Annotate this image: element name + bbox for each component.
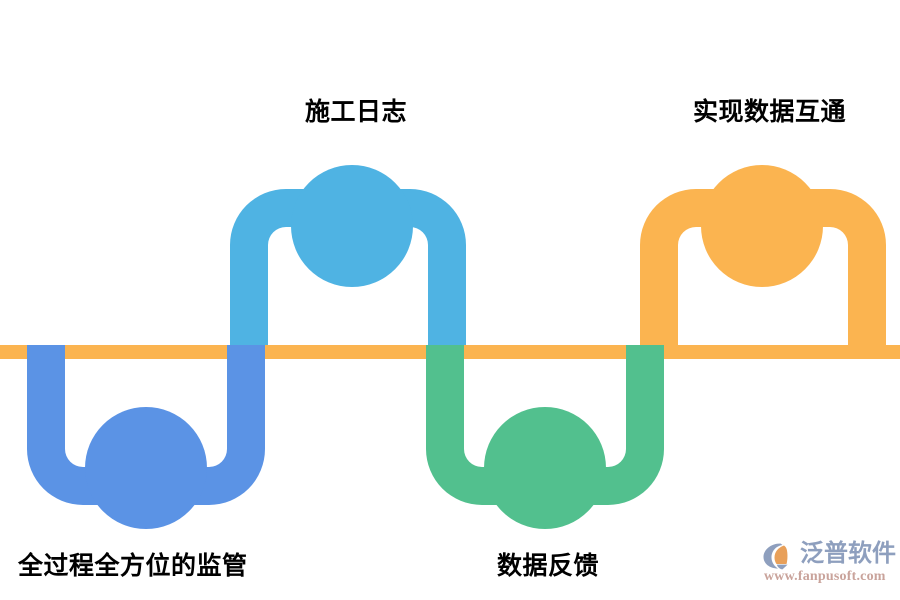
- node-shape-top-orange: [640, 165, 886, 359]
- head-circle-top-blue: [291, 165, 413, 287]
- brand-watermark: 泛普软件 www.fanpusoft.com: [762, 539, 896, 585]
- head-circle-top-orange: [701, 165, 823, 287]
- head-circle-bottom-green: [484, 407, 606, 529]
- node-label-top-orange: 实现数据互通: [693, 98, 847, 126]
- brand-name: 泛普软件: [800, 540, 896, 567]
- node-label-top-blue: 施工日志: [305, 98, 408, 126]
- fanpu-swoosh-logo-icon: [763, 543, 788, 570]
- brand-url: www.fanpusoft.com: [764, 569, 886, 584]
- node-shape-top-blue: [230, 165, 466, 359]
- head-circle-bottom-blue: [85, 407, 207, 529]
- node-label-bottom-blue: 全过程全方位的监管: [18, 552, 248, 580]
- node-shape-bottom-green: [426, 345, 664, 529]
- node-label-bottom-green: 数据反馈: [497, 552, 600, 580]
- node-shape-bottom-blue: [27, 345, 265, 529]
